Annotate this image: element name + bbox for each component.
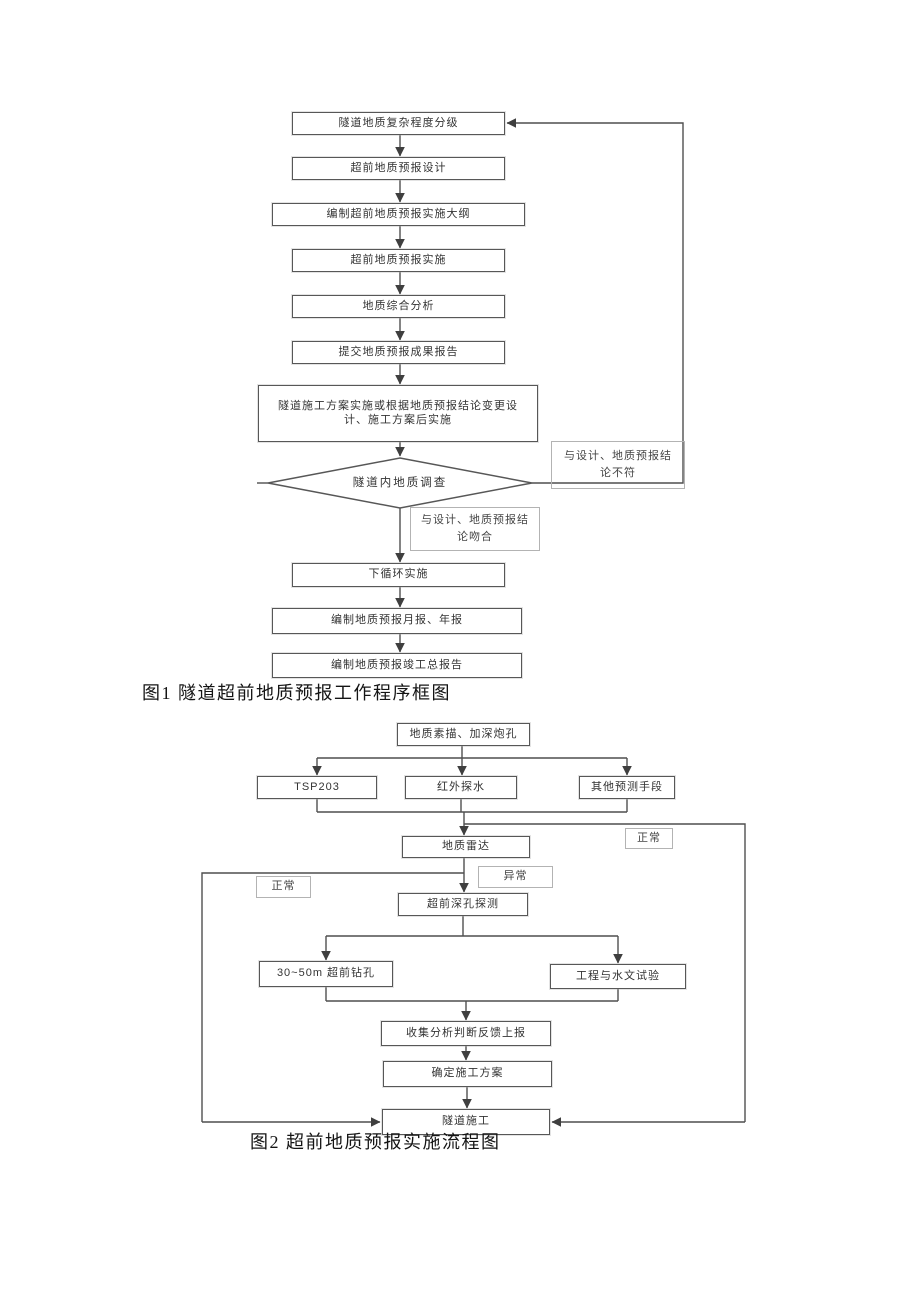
fig2-step-collect-analyze-report: 收集分析判断反馈上报 bbox=[381, 1021, 551, 1046]
fig1-caption: 图1 隧道超前地质预报工作程序框图 bbox=[142, 683, 451, 703]
fig1-step-submit-report: 提交地质预报成果报告 bbox=[292, 341, 505, 364]
fig1-step-construction-plan: 隧道施工方案实施或根据地质预报结论变更设计、施工方案后实施 bbox=[258, 385, 538, 442]
fig2-step-determine-construction-plan: 确定施工方案 bbox=[383, 1061, 552, 1087]
fig1-step-compile-outline: 编制超前地质预报实施大纲 bbox=[272, 203, 525, 226]
fig2-step-engineering-hydrological-tests: 工程与水文试验 bbox=[550, 964, 686, 989]
fig2-step-geological-radar: 地质雷达 bbox=[402, 836, 530, 858]
fig1-step-next-cycle: 下循环实施 bbox=[292, 563, 505, 587]
fig1-step-comprehensive-analysis: 地质综合分析 bbox=[292, 295, 505, 318]
fig1-step-completion-report: 编制地质预报竣工总报告 bbox=[272, 653, 522, 678]
fig1-step-complexity-grading: 隧道地质复杂程度分级 bbox=[292, 112, 505, 135]
fig1-label-match: 与设计、地质预报结论吻合 bbox=[410, 507, 540, 551]
fig2-step-advance-deep-hole-detection: 超前深孔探测 bbox=[398, 893, 528, 916]
fig2-step-advance-drilling: 30~50m 超前钻孔 bbox=[259, 961, 393, 987]
fig2-label-abnormal: 异常 bbox=[478, 866, 553, 888]
fig1-label-mismatch: 与设计、地质预报结论不符 bbox=[551, 441, 685, 489]
fig2-step-geological-sketch: 地质素描、加深炮孔 bbox=[397, 723, 530, 746]
fig1-decision-tunnel-geology-survey: 隧道内地质调查 bbox=[352, 477, 448, 489]
fig2-caption: 图2 超前地质预报实施流程图 bbox=[250, 1132, 501, 1152]
fig2-step-tunnel-construction: 隧道施工 bbox=[382, 1109, 550, 1135]
fig2-step-other-prediction-methods: 其他预测手段 bbox=[579, 776, 675, 799]
fig1-step-forecast-design: 超前地质预报设计 bbox=[292, 157, 505, 180]
fig2-label-normal-left: 正常 bbox=[256, 876, 311, 898]
fig2-label-normal-right: 正常 bbox=[625, 828, 673, 849]
fig2-step-tsp203: TSP203 bbox=[257, 776, 377, 799]
fig1-step-monthly-annual-reports: 编制地质预报月报、年报 bbox=[272, 608, 522, 634]
fig2-step-infrared-water-detection: 红外探水 bbox=[405, 776, 517, 799]
fig1-step-forecast-implementation: 超前地质预报实施 bbox=[292, 249, 505, 272]
